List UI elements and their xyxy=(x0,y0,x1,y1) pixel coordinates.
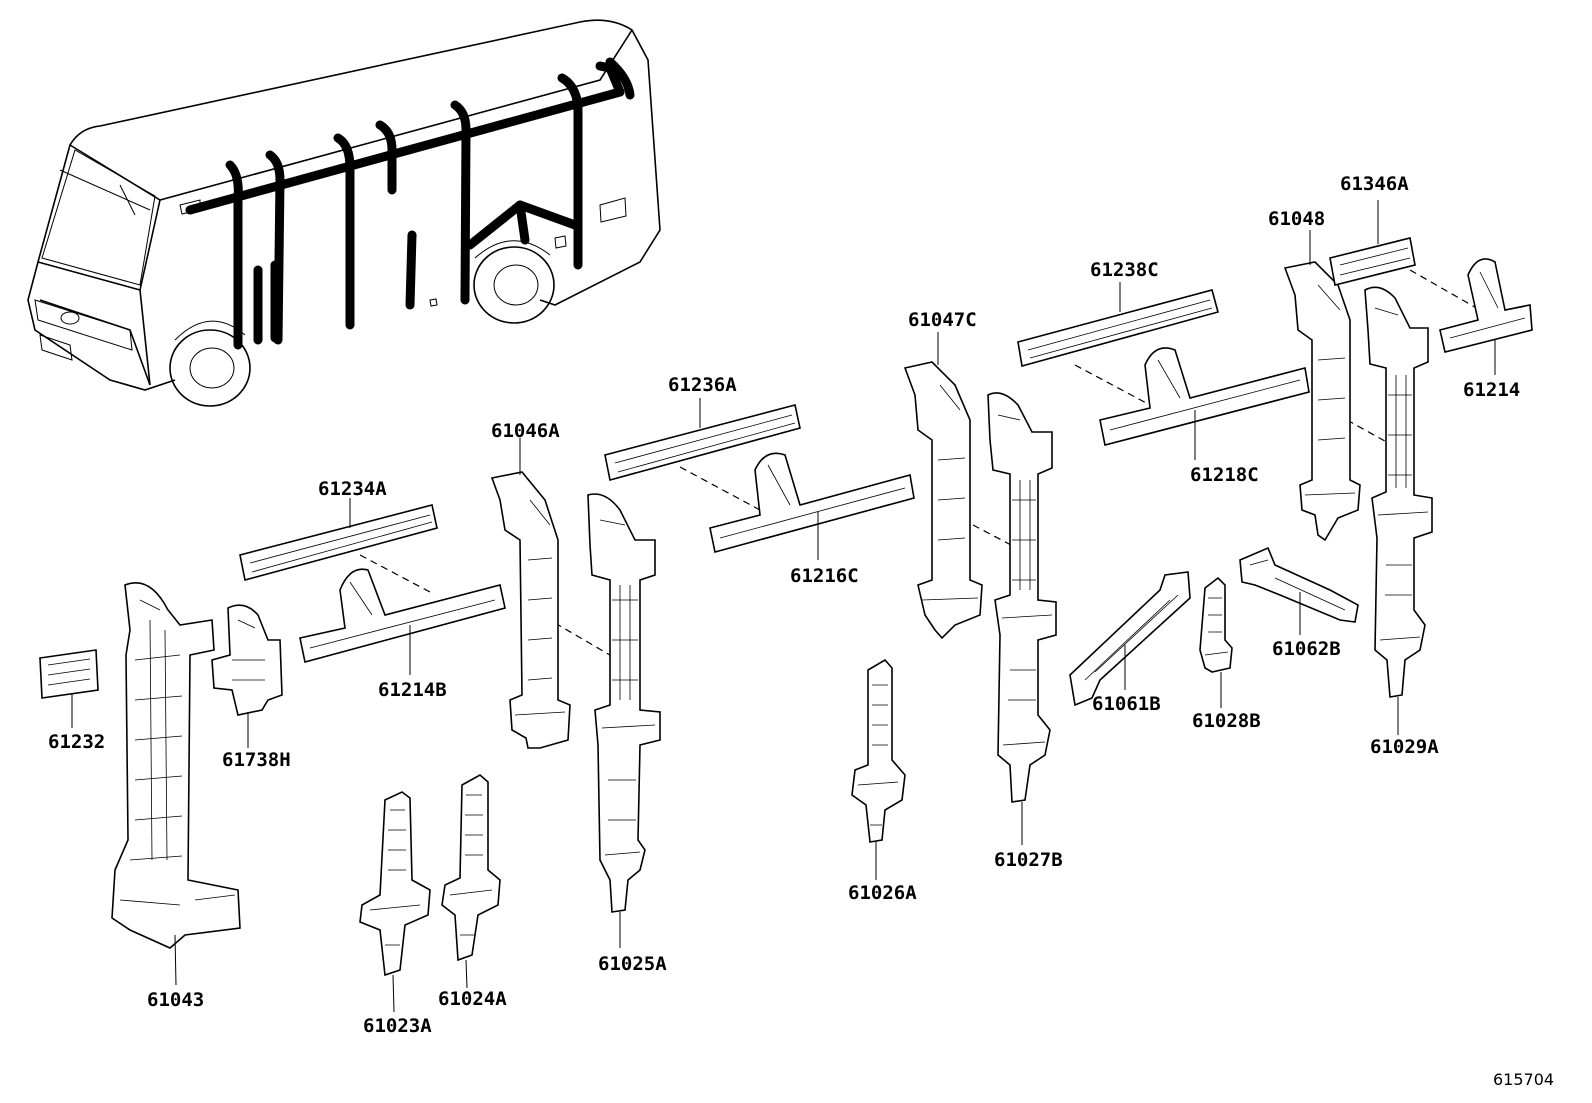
label-61218C: 61218C xyxy=(1190,464,1259,486)
label-61023A: 61023A xyxy=(363,1015,432,1037)
label-61214B: 61214B xyxy=(378,679,447,701)
part-61029A xyxy=(1364,286,1433,735)
label-61346A: 61346A xyxy=(1340,173,1409,195)
label-61024A: 61024A xyxy=(438,988,507,1010)
part-61028B xyxy=(1199,576,1233,708)
bus-overview xyxy=(27,19,661,407)
part-61214 xyxy=(1439,258,1533,375)
part-61738H xyxy=(211,604,283,748)
label-61214: 61214 xyxy=(1463,379,1520,401)
part-61062B xyxy=(1239,546,1359,635)
label-61029A: 61029A xyxy=(1370,736,1439,758)
part-61234A xyxy=(239,498,438,581)
part-61047C xyxy=(903,332,983,640)
label-61047C: 61047C xyxy=(908,309,977,331)
label-61738H: 61738H xyxy=(222,749,291,771)
label-61061B: 61061B xyxy=(1092,693,1161,715)
diagram-id: 615704 xyxy=(1493,1070,1554,1089)
part-61046A xyxy=(490,438,571,749)
label-61216C: 61216C xyxy=(790,565,859,587)
part-61061B xyxy=(1069,571,1191,707)
label-61048: 61048 xyxy=(1268,208,1325,230)
label-61232: 61232 xyxy=(48,731,105,753)
part-61025A xyxy=(587,493,661,948)
part-61216C xyxy=(709,452,915,560)
part-labels: 61232 61043 61738H 61234A 61214B 61023A … xyxy=(48,173,1520,1037)
label-61028B: 61028B xyxy=(1192,710,1261,732)
part-61238C xyxy=(1017,282,1219,368)
label-61236A: 61236A xyxy=(668,374,737,396)
label-61043: 61043 xyxy=(147,989,204,1011)
part-61346A xyxy=(1329,200,1416,286)
label-61062B: 61062B xyxy=(1272,638,1341,660)
label-61026A: 61026A xyxy=(848,882,917,904)
label-61027B: 61027B xyxy=(994,849,1063,871)
label-61046A: 61046A xyxy=(491,420,560,442)
part-61236A xyxy=(604,398,801,481)
part-61232 xyxy=(39,649,99,728)
label-61234A: 61234A xyxy=(318,478,387,500)
label-61025A: 61025A xyxy=(598,953,667,975)
label-61238C: 61238C xyxy=(1090,259,1159,281)
part-61024A xyxy=(441,774,501,989)
part-61043 xyxy=(111,582,241,986)
part-61026A xyxy=(851,658,906,880)
part-61048 xyxy=(1283,230,1361,542)
part-61027B xyxy=(987,392,1057,845)
part-61023A xyxy=(359,791,431,1013)
part-61214B xyxy=(299,568,506,675)
part-61218C xyxy=(1099,347,1310,460)
